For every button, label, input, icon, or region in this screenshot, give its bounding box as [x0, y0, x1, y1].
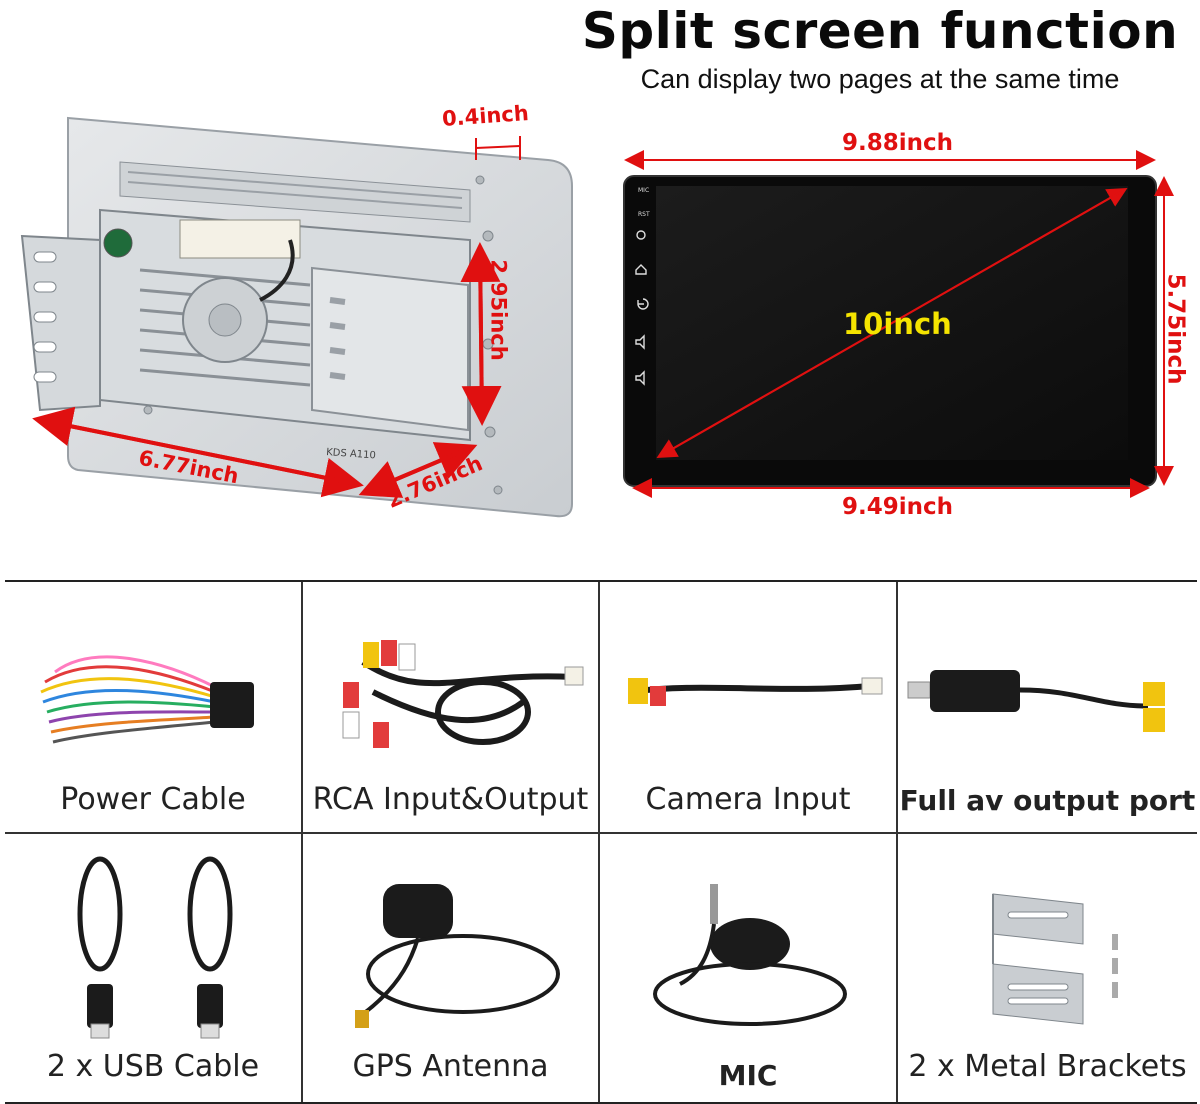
- accessory-label: Camera Input: [645, 782, 851, 817]
- rear-view-illustration: KDS A110: [20, 116, 573, 518]
- accessory-label: 2 x Metal Brackets: [908, 1049, 1187, 1084]
- left-bracket: [20, 234, 101, 412]
- side-cage: [311, 266, 469, 432]
- power-cable-icon: [40, 655, 254, 744]
- top-rail: [119, 161, 471, 223]
- rca-cable-icon: [342, 640, 584, 748]
- volume-down-icon: [635, 370, 645, 386]
- side-button-icons: [635, 230, 649, 386]
- accessory-gps-antenna: GPS Antenna: [303, 834, 598, 1102]
- metal-bracket-icon: [992, 893, 1118, 1025]
- unit-model-text: KDS A110: [326, 447, 376, 461]
- accessory-label: Full av output port: [899, 784, 1196, 817]
- gps-port: [103, 228, 133, 258]
- accessory-label: 2 x USB Cable: [46, 1049, 260, 1084]
- height-label-front: 5.75inch: [1162, 273, 1189, 385]
- side-button-mic: MIC: [638, 187, 649, 194]
- accessory-mic: MIC: [600, 834, 896, 1102]
- product-drawings: KDS A110 MIC RST: [20, 116, 1174, 518]
- accessory-usb-cable: 2 x USB Cable: [5, 834, 301, 1102]
- page-title: Split screen function: [581, 2, 1179, 60]
- av-output-cable-icon: [907, 670, 1165, 732]
- accessory-label: MIC: [718, 1059, 778, 1092]
- accessory-av-output: Full av output port: [898, 582, 1197, 832]
- usb-cable-icon: [77, 856, 233, 1039]
- top-width-label: 9.88inch: [842, 130, 954, 156]
- power-icon: [636, 230, 646, 240]
- microphone-icon: [653, 884, 847, 1026]
- front-view-illustration: MIC RST 10inch: [623, 150, 1174, 498]
- accessory-label: RCA Input&Output: [312, 782, 589, 817]
- side-button-rst: RST: [638, 211, 650, 218]
- diagonal-label: 10inch: [843, 307, 952, 341]
- bottom-width-label: 9.49inch: [842, 494, 954, 520]
- back-icon: [637, 298, 649, 310]
- home-icon: [635, 264, 647, 275]
- headline: Split screen function Can display two pa…: [560, 0, 1200, 96]
- accessory-power-cable: Power Cable: [5, 582, 301, 832]
- accessories-grid: Power Cable RCA Input&Output: [5, 580, 1197, 1104]
- accessory-label: GPS Antenna: [352, 1049, 549, 1084]
- accessory-label: Power Cable: [60, 782, 246, 817]
- accessory-rca-cable: RCA Input&Output: [303, 582, 598, 832]
- accessory-camera-input: Camera Input: [600, 582, 896, 832]
- height-label-rear: 2.95inch: [486, 259, 511, 361]
- accessory-metal-brackets: 2 x Metal Brackets: [898, 834, 1197, 1102]
- volume-up-icon: [635, 334, 645, 350]
- camera-cable-icon: [628, 677, 883, 706]
- page-subtitle: Can display two pages at the same time: [640, 64, 1120, 94]
- gps-antenna-icon: [355, 884, 560, 1028]
- wire-connector: [179, 219, 301, 259]
